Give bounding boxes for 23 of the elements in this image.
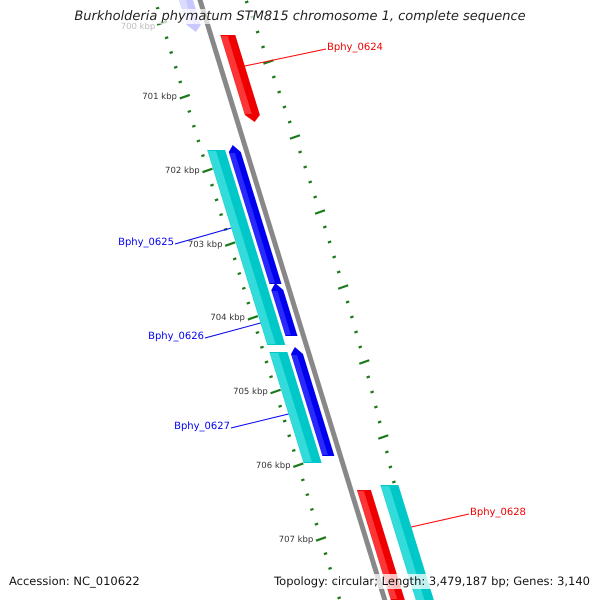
leader-line [230,414,289,428]
scale-label: 702 kbp [165,166,200,176]
gene-label: Bphy_0624 [327,42,383,54]
gene-label: Bphy_0625 [118,237,174,249]
scale-label: 700 kbp [120,22,156,32]
leader-line [204,322,261,338]
gene-label: Bphy_0628 [470,507,526,519]
leader-line [410,514,470,528]
gene-label: Bphy_0626 [148,331,204,343]
accession-text: Accession: NC_010622 [7,574,142,589]
scale-label: 701 kbp [142,92,177,102]
scale-label: 706 kbp [256,461,291,471]
gene-feature-bar [220,35,260,122]
sequence-info-text: Topology: circular; Length: 3,479,187 bp; Genes: 3,140 [272,574,592,589]
gene-feature-bar [207,150,286,345]
scale-label: 703 kbp [188,240,222,250]
leader-line [174,228,232,244]
title: Burkholderia phymatum STM815 chromosome 1, complete sequence [74,9,526,24]
scale-label: 704 kbp [210,313,245,323]
gene-feature-bar [269,352,322,463]
leader-line [244,48,326,66]
gene-label: Bphy_0627 [174,421,230,433]
scale-label: 707 kbp [278,535,314,545]
